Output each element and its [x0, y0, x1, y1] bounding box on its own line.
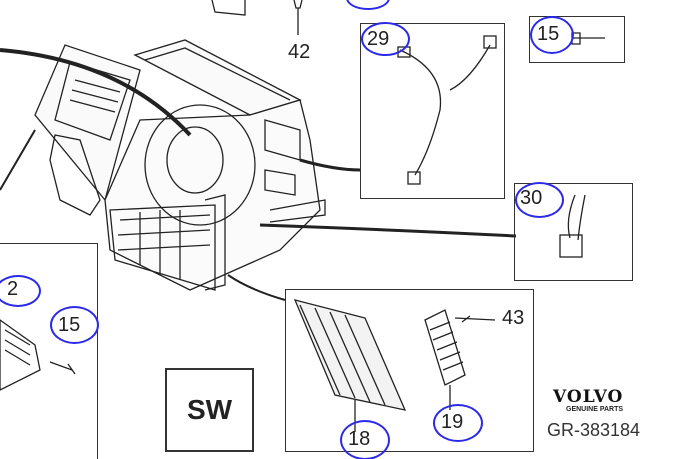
callout-2: 2	[7, 278, 19, 300]
callout-circle-2	[0, 275, 41, 307]
filter-box	[285, 289, 534, 452]
callout-circle-15-left	[50, 306, 99, 344]
callout-42: 42	[288, 41, 311, 63]
callout-18: 18	[348, 428, 371, 450]
part-15-box	[529, 16, 625, 63]
volvo-logo: VOLVO	[553, 387, 624, 407]
sw-label: SW	[165, 368, 254, 452]
callout-15-top: 15	[537, 23, 560, 45]
reference-code: GR-383184	[547, 420, 641, 440]
part-2-box	[0, 243, 98, 459]
callout-43: 43	[502, 307, 525, 329]
callout-circle-30	[515, 182, 564, 218]
callout-circle-15-top	[530, 16, 574, 54]
callout-30: 30	[520, 187, 543, 209]
callout-19: 19	[441, 411, 464, 433]
part-30-box	[514, 183, 633, 281]
callout-29: 29	[367, 28, 390, 50]
part-29-box	[360, 23, 505, 199]
genuine-parts-tagline: GENUINE PARTS	[566, 406, 624, 413]
callout-15-left: 15	[58, 314, 81, 336]
callout-circle-29	[361, 22, 410, 56]
callout-circle-19	[433, 404, 483, 442]
